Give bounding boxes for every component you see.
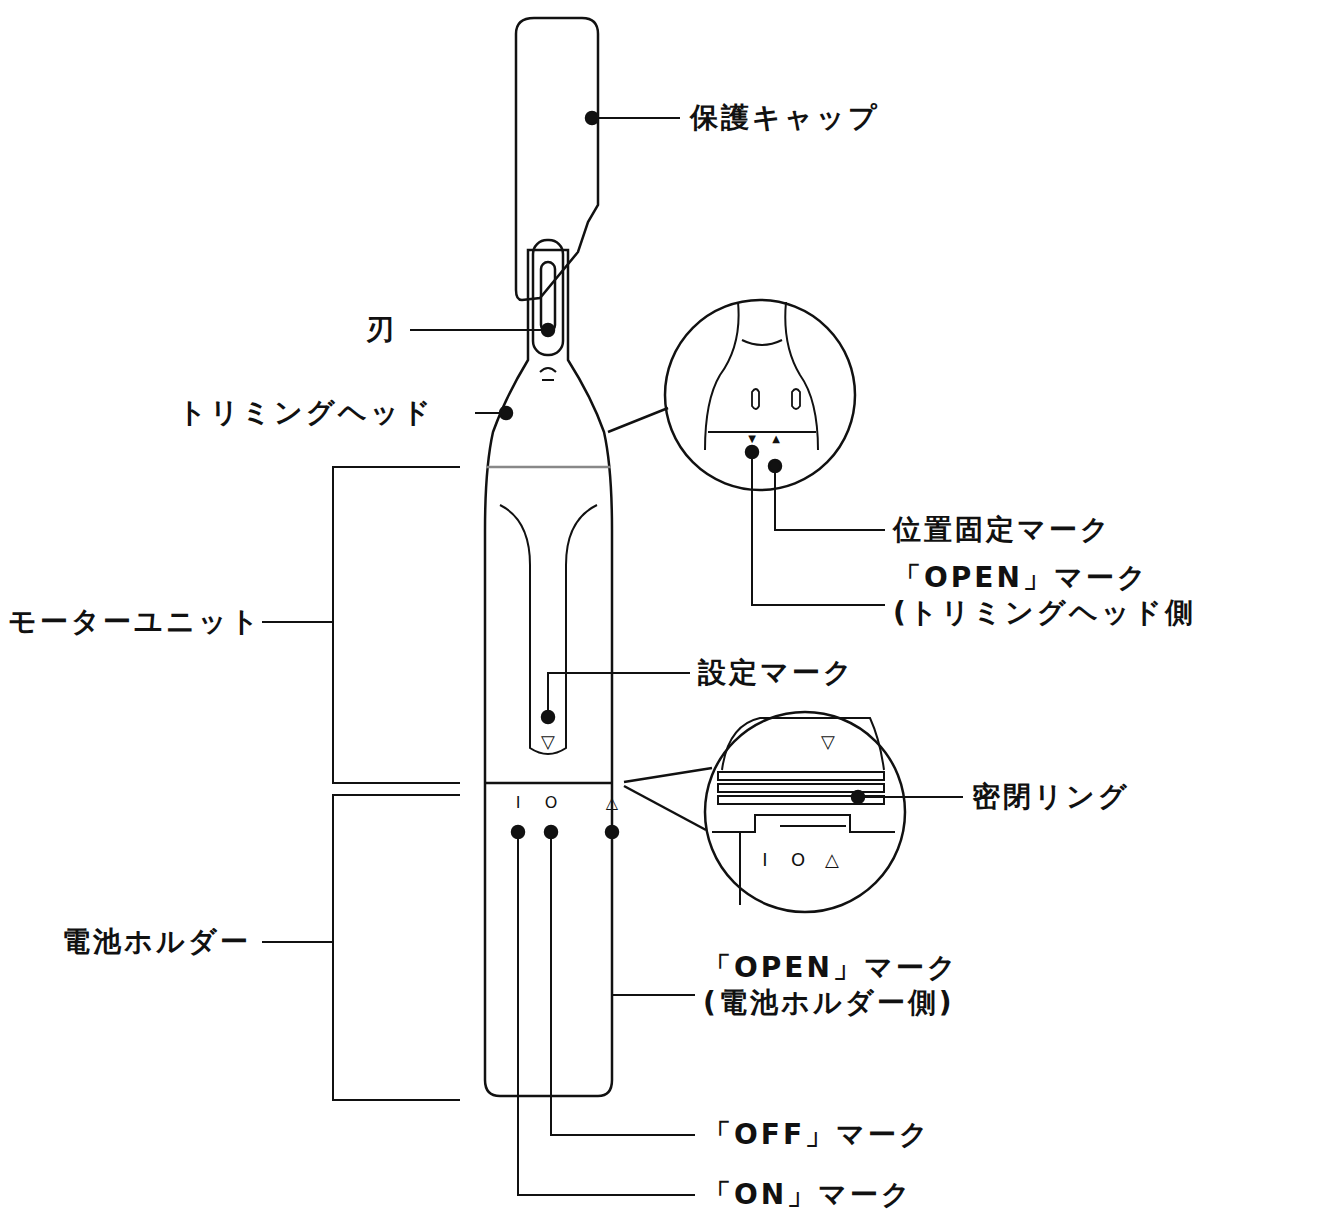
zoom-cap [722, 718, 884, 770]
zoom-pointer [608, 408, 668, 432]
mark-symbol: ▽ [821, 733, 835, 751]
lock-icon [752, 389, 800, 409]
mark-symbol: O [545, 795, 558, 811]
part-label: 「OPEN」マーク (トリミングヘッド側 [893, 560, 1238, 630]
part-label: 「OPEN」マーク (電池ホルダー側) [703, 950, 1023, 1020]
mark-symbol: ▼ [748, 434, 756, 444]
zoom-joint [708, 431, 816, 433]
zoom-neck [705, 302, 818, 450]
mark-symbol: △ [825, 851, 839, 869]
mark-symbol: ▽ [541, 733, 555, 751]
leader-lines [262, 118, 963, 1195]
part-label: トリミングヘッド [178, 395, 434, 430]
mark-symbol: I [762, 851, 767, 869]
part-label: 密閉リング [972, 779, 1130, 814]
zoom-holder [712, 815, 895, 905]
part-label: 「ON」マーク [703, 1177, 913, 1212]
part-label: 「OFF」マーク [703, 1117, 931, 1152]
zoom-circle [705, 712, 905, 912]
mark-symbol: △ [606, 795, 618, 811]
zoom-pointer [624, 786, 706, 830]
mark-symbol: ▲ [772, 434, 780, 444]
part-label: 刃 [366, 312, 397, 347]
part-label: 電池ホルダー [62, 924, 251, 959]
part-label: 位置固定マーク [893, 512, 1112, 547]
zoom-pointer [624, 768, 712, 782]
blade-window [533, 240, 563, 355]
holder-joint [485, 782, 612, 785]
zoom-circle [665, 300, 855, 490]
part-label: 保護キャップ [690, 100, 880, 135]
mark-symbol: O [791, 851, 805, 869]
head-joint [486, 466, 611, 469]
mark-symbol: I [516, 795, 521, 811]
part-label: 設定マーク [698, 655, 855, 690]
part-label: モーターユニット [8, 604, 262, 639]
seal-ring [718, 772, 884, 780]
head-symbol [540, 368, 556, 380]
blade [541, 262, 555, 332]
